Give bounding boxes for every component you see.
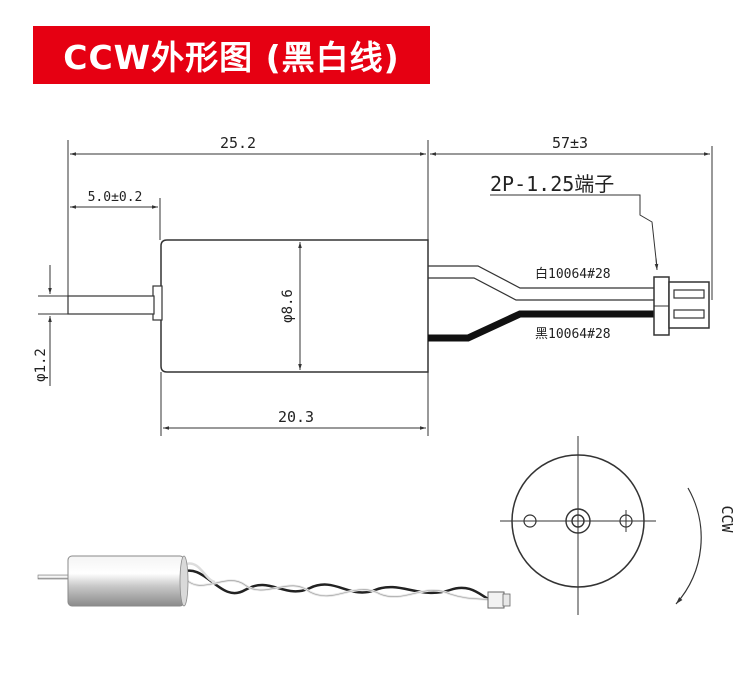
rotation-label: CCW <box>718 505 736 533</box>
title-banner: CCW外形图 (黑白线) <box>33 26 430 84</box>
connector-label: 2P-1.25端子 <box>490 172 614 196</box>
motor-side-view: φ8.6 <box>67 239 429 373</box>
body-diameter-label: φ8.6 <box>280 289 296 323</box>
dimension-total-length: 25.2 <box>67 134 429 300</box>
motor-photo <box>37 555 511 609</box>
lead-wires: 白10064#28 黑10064#28 <box>428 265 654 342</box>
lead-length-label: 57±3 <box>552 134 588 152</box>
page-title: CCW外形图 (黑白线) <box>63 38 400 77</box>
rotation-arrow: CCW <box>675 487 736 605</box>
dimension-shaft-length: 5.0±0.2 <box>70 190 161 240</box>
shaft-diameter-label: φ1.2 <box>33 348 49 382</box>
motor-end-view <box>500 436 656 615</box>
total-length-label: 25.2 <box>220 134 256 152</box>
body-length-label: 20.3 <box>278 408 314 426</box>
shaft-length-label: 5.0±0.2 <box>88 190 143 205</box>
dimension-shaft-diameter: φ1.2 <box>33 265 68 386</box>
black-wire-label: 黑10064#28 <box>535 327 611 342</box>
dimension-body-length: 20.3 <box>160 372 429 436</box>
white-wire-label: 白10064#28 <box>535 266 611 282</box>
dimension-lead-length: 57±3 <box>430 134 713 300</box>
connector: 2P-1.25端子 <box>490 172 710 336</box>
